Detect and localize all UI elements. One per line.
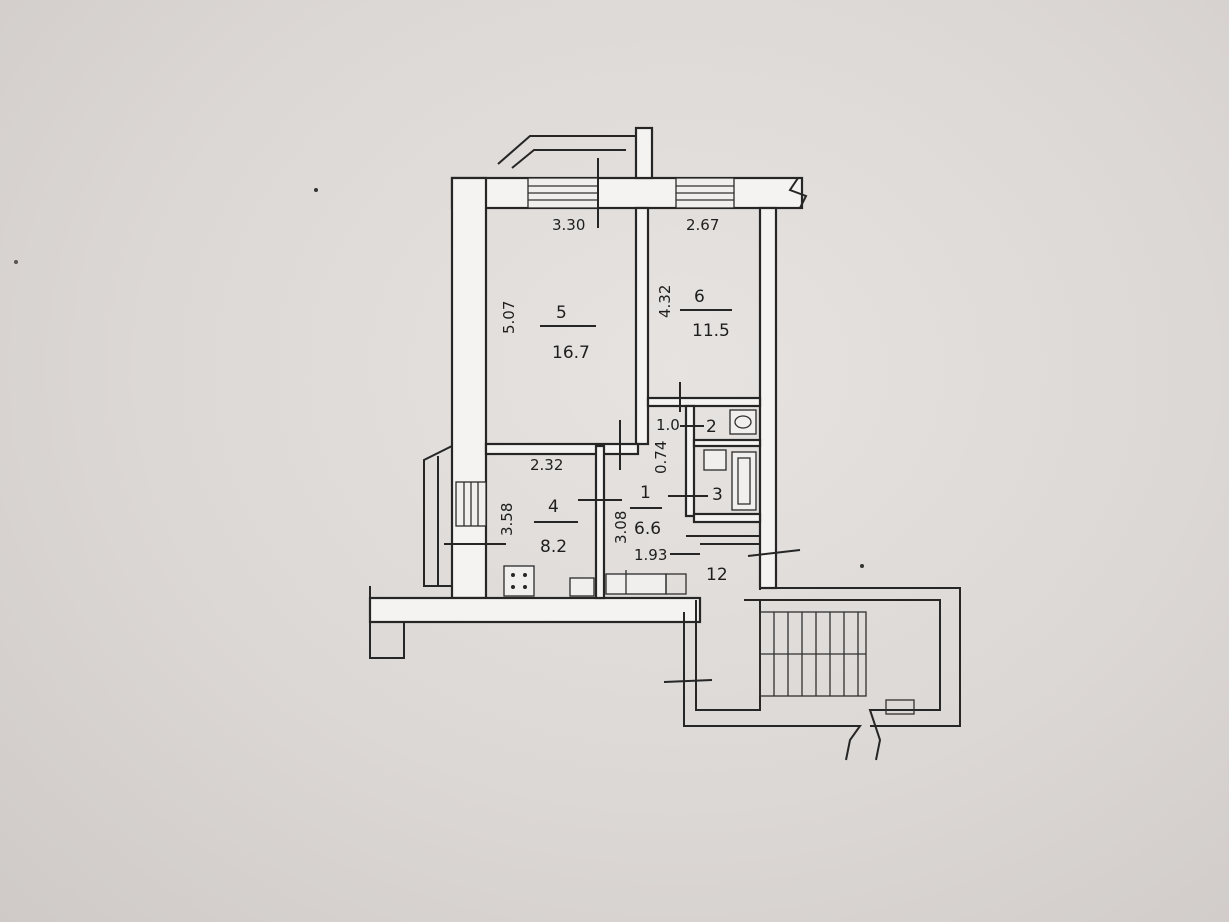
room-4-width: 2.32 bbox=[530, 456, 563, 474]
paper-speck bbox=[314, 188, 318, 192]
room-5-area: 16.7 bbox=[552, 343, 590, 363]
room-5-labels: 3.30 5.07 5 16.7 bbox=[500, 216, 596, 363]
room-12-labels: 12 bbox=[706, 565, 728, 585]
window-left bbox=[444, 481, 506, 545]
room-6-length: 4.32 bbox=[656, 285, 674, 318]
room-5-length: 5.07 bbox=[500, 301, 518, 334]
room-6-labels: 2.67 4.32 6 11.5 bbox=[656, 216, 732, 341]
room-1-number: 1 bbox=[640, 483, 651, 503]
exterior-walls bbox=[368, 126, 808, 659]
bathroom-fixtures bbox=[703, 409, 757, 511]
stair-treads bbox=[759, 611, 915, 715]
stair-block bbox=[663, 535, 961, 761]
paper-speck bbox=[860, 564, 864, 568]
room-2-number: 2 bbox=[706, 417, 717, 437]
room-6-number: 6 bbox=[694, 287, 705, 307]
room-5-width: 3.30 bbox=[552, 216, 585, 234]
room-12-number: 12 bbox=[706, 565, 728, 585]
room-5-number: 5 bbox=[556, 303, 567, 323]
room-2-labels: 1.0 2 0.74 bbox=[652, 416, 717, 474]
room-4-number: 4 bbox=[548, 497, 559, 517]
room-4-area: 8.2 bbox=[540, 537, 567, 557]
room-3-labels: 3 bbox=[668, 485, 723, 505]
windows-top bbox=[527, 158, 735, 228]
room-2-dimension: 1.0 bbox=[656, 416, 680, 434]
room-1-length: 3.08 bbox=[612, 511, 630, 544]
paper-speck bbox=[14, 260, 18, 264]
room-1-labels: 3.08 1 6.6 1.93 bbox=[612, 483, 700, 564]
room-4-length: 3.58 bbox=[498, 503, 516, 536]
room-3-number: 3 bbox=[712, 485, 723, 505]
kitchen-fixtures bbox=[503, 565, 687, 597]
room-2-extra-dimension: 0.74 bbox=[652, 441, 670, 474]
room-6-width: 2.67 bbox=[686, 216, 719, 234]
interior-walls bbox=[484, 206, 762, 600]
room-1-area: 6.6 bbox=[634, 519, 661, 539]
room-6-area: 11.5 bbox=[692, 321, 730, 341]
room-1-width: 1.93 bbox=[634, 546, 667, 564]
room-4-labels: 2.32 3.58 4 8.2 bbox=[498, 456, 622, 557]
